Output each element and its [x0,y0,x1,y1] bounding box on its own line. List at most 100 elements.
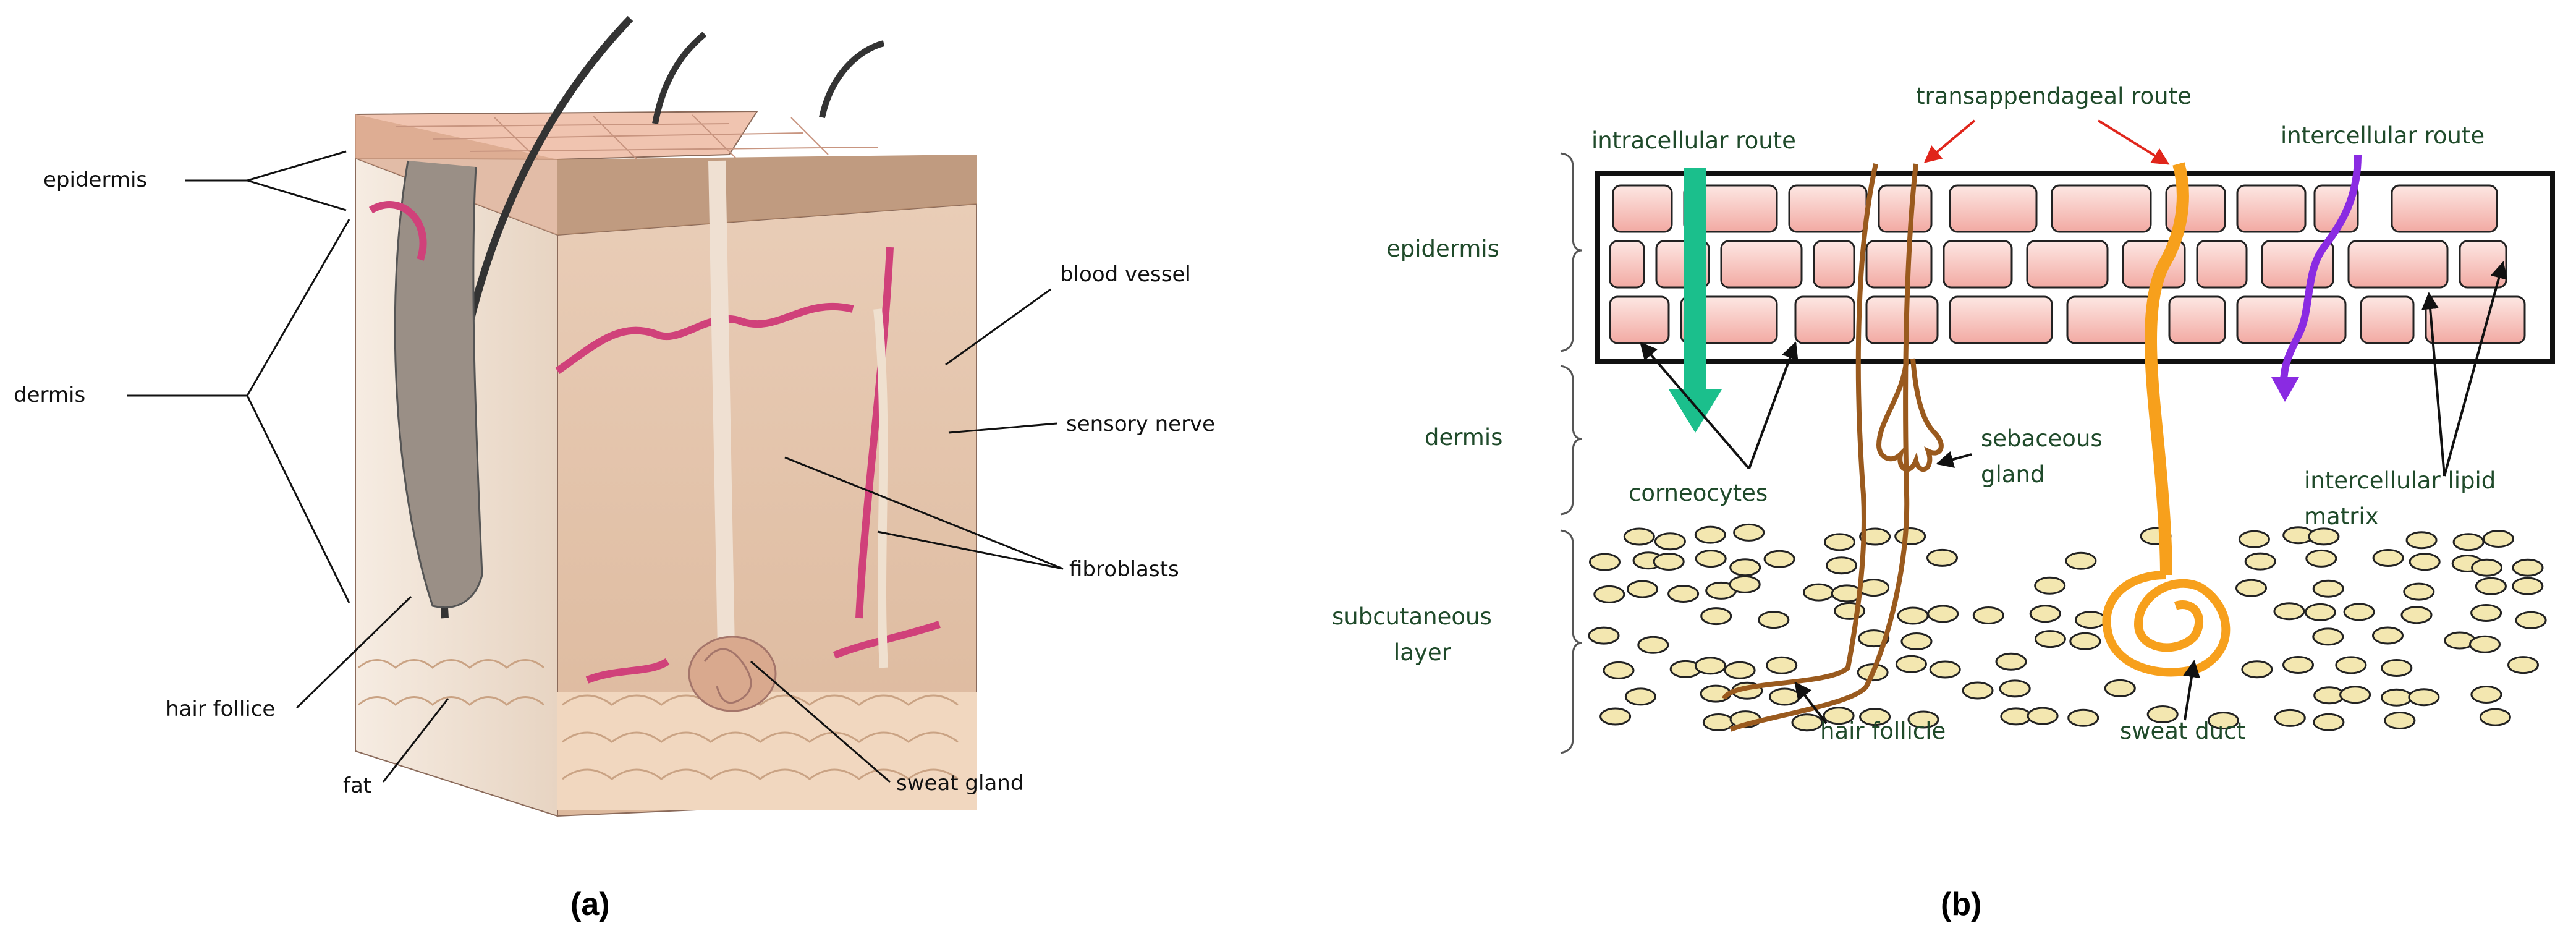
corneocyte-cell [2051,184,2152,233]
label-intracellular-route: intracellular route [1591,127,1796,154]
fat-cell [2403,582,2435,601]
label-transappendageal-route: transappendageal route [1916,83,2192,109]
fat-cell [1733,523,1765,542]
fat-cell [1653,553,1685,571]
corneocyte-cell [1878,184,1933,233]
label-sweat-gland-a: sweat gland [896,771,1023,796]
hair-shaft [652,32,707,124]
fat-cell [2479,708,2511,726]
lipid-pointer-left [2421,292,2446,477]
fat-cell [2308,527,2340,546]
corneocyte-cell [1609,240,1645,289]
fat-cell [2104,679,2136,697]
corneocyte-cell [1865,240,1933,289]
fat-cell [2027,707,2059,725]
corneocyte-cell [1949,295,2053,344]
fat-cell [2372,549,2404,567]
fat-cell [2029,605,2061,623]
label-subcutaneous-line2: layer [1394,639,1452,666]
transappendageal-pointer-left [1923,119,1976,163]
label-hair-follicle-b: hair follicle [1820,718,1946,744]
fat-cell [2241,660,2273,679]
fat-cell [2372,626,2404,645]
fat-layer [358,659,977,810]
label-sebaceous-line1: sebaceous [1981,425,2103,452]
label-fat-a: fat [343,773,371,798]
fat-cell [1654,532,1686,551]
fat-cell [2067,708,2099,727]
panel-b-caption: (b) [1941,886,1981,922]
fat-cell [2075,611,2107,629]
fat-cell [2515,611,2547,629]
hair-follicle-structure [394,160,483,609]
epidermis-band [557,155,977,235]
fat-cell [2273,602,2305,621]
label-fibroblasts-a: fibroblasts [1069,557,1179,582]
fat-cell [2471,558,2503,577]
corneocyte-cell [1949,184,2038,233]
fat-cell [1895,655,1927,673]
fat-cell [1907,710,1939,729]
fat-cell [2146,705,2179,723]
fat-cell [2408,688,2440,707]
label-epidermis-b: epidermis [1386,236,1499,262]
label-hair-follicle-a: hair follice [166,697,275,721]
fat-cell [2452,533,2485,551]
brace-subcutaneous [1560,529,1583,754]
sensory-nerve-path [873,308,888,668]
fat-cell [2274,708,2306,727]
corneocyte-cell [2425,295,2526,344]
fat-cell [1603,661,1635,679]
fat-cell [1929,660,1961,679]
fat-cell [1729,575,1761,593]
corneocyte-cell [1943,240,2013,289]
label-blood-vessel-a: blood vessel [1060,262,1191,287]
fat-cell [1858,629,1890,648]
fat-cell [1624,687,1656,706]
corneocyte-cell [2066,295,2155,344]
fat-cell [2065,551,2097,570]
fat-cell [1627,580,1658,598]
fat-cell [2312,579,2344,598]
fat-cell [1589,553,1621,571]
corneocyte-cell [2360,295,2415,344]
fat-cell [1758,611,1790,629]
fat-cell [1769,687,1800,706]
fat-cell [1900,632,1933,650]
corneocyte-cell [1720,240,1803,289]
fat-cell [1766,656,1798,674]
corneocyte-cell [2026,240,2109,289]
fat-cell [1724,661,1756,679]
panel-a-leader-lines [127,150,1064,783]
fat-cell [1995,652,2027,671]
label-sensory-nerve-a: sensory nerve [1066,412,1215,436]
fat-cell [1667,585,1700,603]
fat-cell [1694,525,1726,544]
fat-cell [1897,606,1929,625]
hair-follicle-pointer [1794,681,1828,725]
fat-cell [2000,707,2032,726]
fat-cell [2409,553,2441,571]
fat-cell [1623,527,1655,546]
fat-cell [1803,583,1834,602]
sebaceous-pointer [1936,451,1972,468]
fat-cell [1694,657,1726,675]
fat-cell [2034,630,2066,648]
label-sweat-duct-b: sweat duct [2120,718,2245,744]
fat-cell [2244,552,2276,571]
corneocyte-cell [2236,184,2307,233]
fat-cell [1859,527,1891,546]
fat-cell [2282,656,2314,674]
fat-cell [1729,558,1761,577]
label-intercellular-route: intercellular route [2281,122,2485,149]
panel-a-skin-block [355,15,977,817]
fat-cell [1962,681,1994,700]
fat-cell [2507,656,2539,674]
intracellular-route-arrow [1669,168,1722,433]
corneocyte-cell [2168,295,2226,344]
blood-vessel-path [368,201,941,684]
sweat-gland-coil [688,636,777,712]
fat-cell [2482,530,2514,548]
fat-cell [1926,548,1958,567]
fat-cell [1700,607,1732,626]
